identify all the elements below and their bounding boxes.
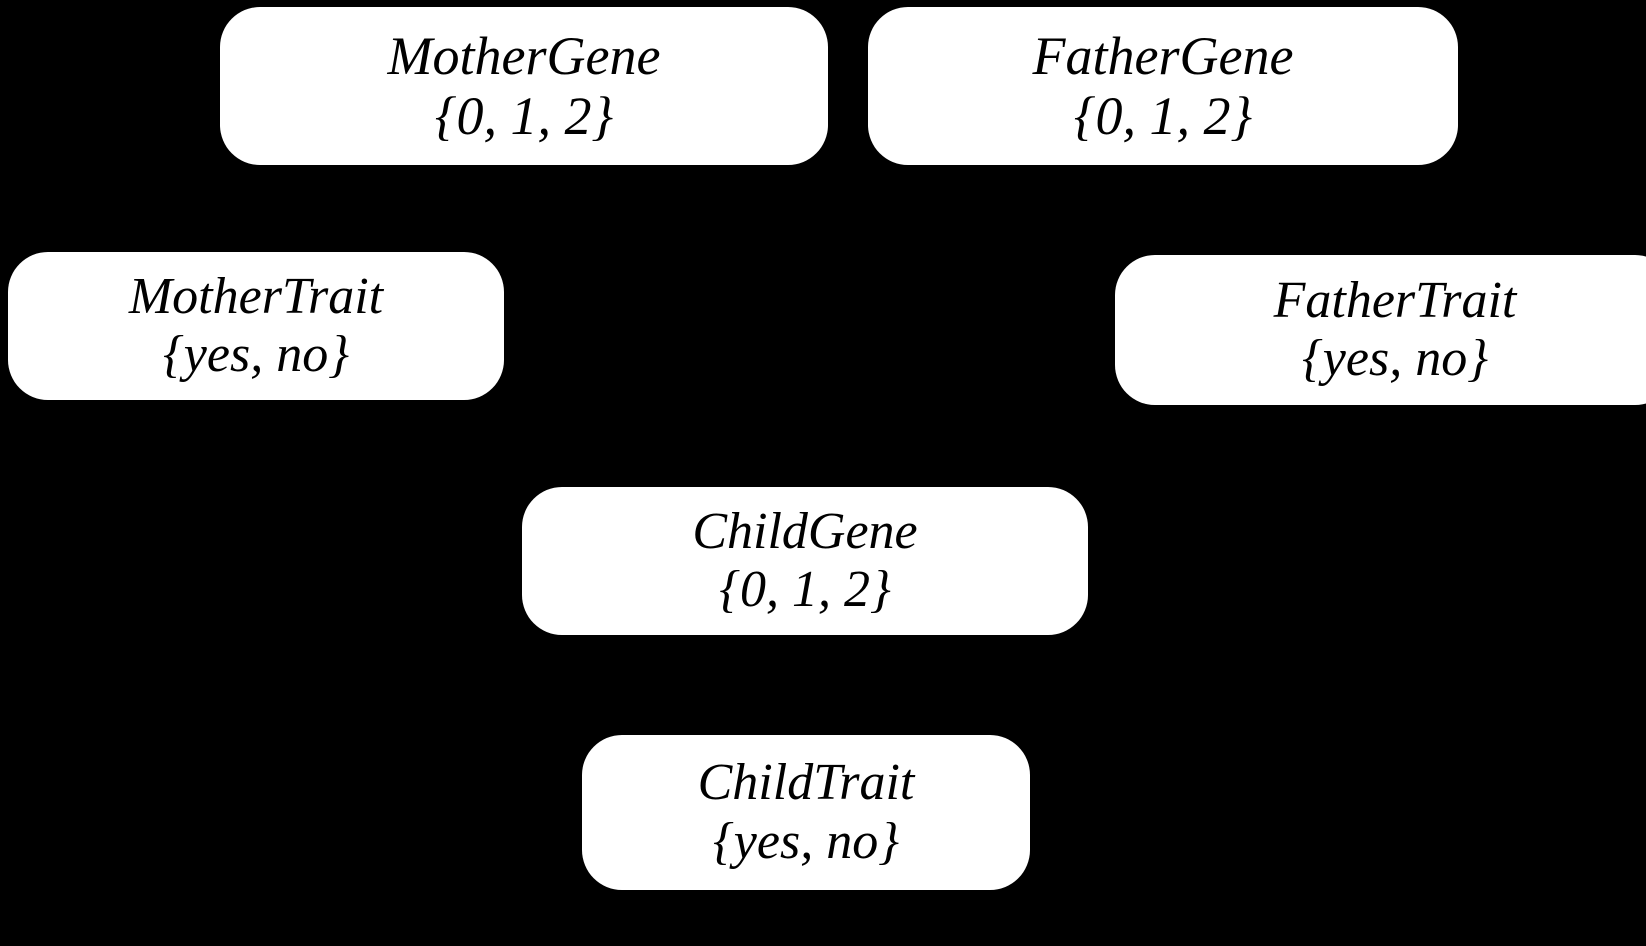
node-mother-gene-domain: {0, 1, 2} <box>434 86 614 146</box>
node-child-gene-label: ChildGene <box>692 502 918 560</box>
node-father-trait-domain: {yes, no} <box>1302 330 1488 387</box>
node-mother-trait-label: MotherTrait <box>128 267 384 325</box>
node-father-trait-label: FatherTrait <box>1273 271 1517 329</box>
node-father-gene[interactable]: FatherGene {0, 1, 2} <box>868 7 1458 165</box>
node-father-trait[interactable]: FatherTrait {yes, no} <box>1115 255 1646 405</box>
node-mother-trait-domain: {yes, no} <box>163 326 349 383</box>
node-child-gene-domain: {0, 1, 2} <box>719 561 891 618</box>
node-child-trait-label: ChildTrait <box>697 754 915 812</box>
node-mother-gene[interactable]: MotherGene {0, 1, 2} <box>220 7 828 165</box>
node-mother-gene-label: MotherGene <box>387 25 661 86</box>
node-child-trait[interactable]: ChildTrait {yes, no} <box>582 735 1030 890</box>
node-father-gene-domain: {0, 1, 2} <box>1073 86 1253 146</box>
node-child-gene[interactable]: ChildGene {0, 1, 2} <box>522 487 1088 635</box>
node-father-gene-label: FatherGene <box>1032 25 1294 86</box>
node-mother-trait[interactable]: MotherTrait {yes, no} <box>8 252 504 400</box>
node-child-trait-domain: {yes, no} <box>713 812 899 870</box>
